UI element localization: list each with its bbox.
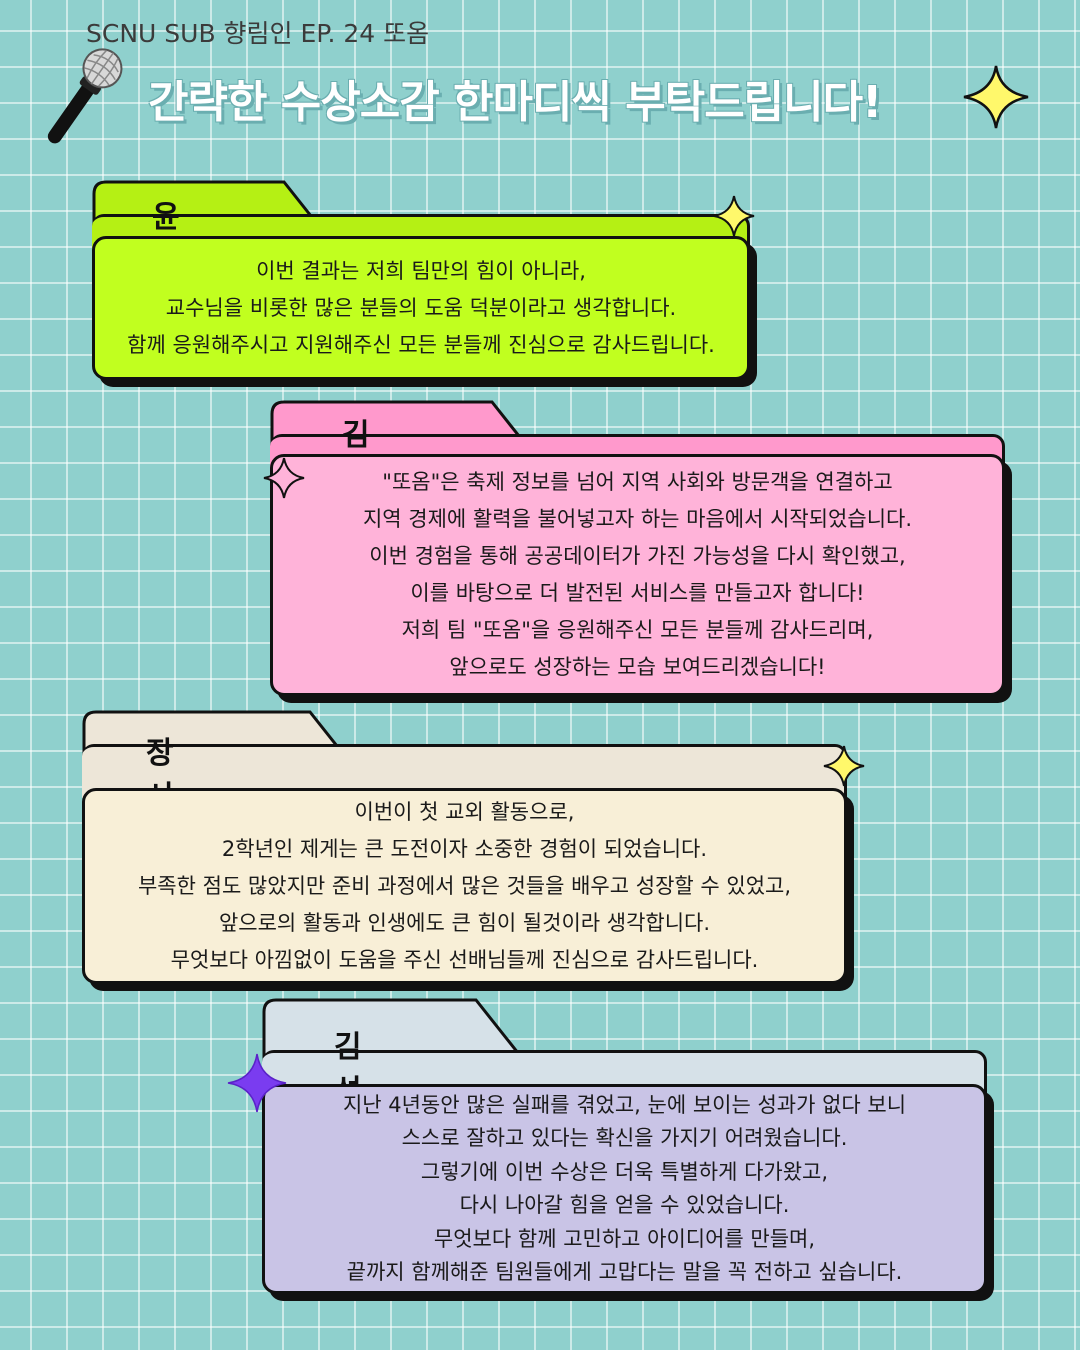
card-message: "또옴"은 축제 정보를 넘어 지역 사회와 방문객을 연결하고 지역 경제에 … — [270, 454, 1005, 696]
message-line: 끝까지 함께해준 팀원들에게 고맙다는 말을 꼭 전하고 싶습니다. — [346, 1260, 903, 1284]
message-line: "또옴"은 축제 정보를 넘어 지역 사회와 방문객을 연결하고 — [382, 470, 893, 494]
message-line: 지난 4년동안 많은 실패를 겪었고, 눈에 보이는 성과가 없다 보니 — [342, 1092, 907, 1117]
card-message: 이번이 첫 교외 활동으로, 2학년인 제게는 큰 도전이자 소중한 경험이 되… — [82, 788, 847, 984]
message-line: 이를 바탕으로 더 발전된 서비스를 만들고자 합니다! — [410, 581, 865, 605]
card-message: 이번 결과는 저희 팀만의 힘이 아니라, 교수님을 비롯한 많은 분들의 도움… — [92, 236, 750, 380]
message-line: 그렇기에 이번 수상은 더욱 특별하게 다가왔고, — [420, 1159, 829, 1184]
message-line: 지역 경제에 활력을 불어넣고자 하는 마음에서 시작되었습니다. — [362, 507, 913, 531]
microphone-icon — [47, 48, 123, 144]
message-line: 2학년인 제게는 큰 도전이자 소중한 경험이 되었습니다. — [221, 836, 708, 861]
message-line: 교수님을 비롯한 많은 분들의 도움 덕분이라고 생각합니다. — [165, 295, 677, 320]
episode-subtitle: SCNU SUB 향림인 EP. 24 또옴 — [86, 19, 430, 48]
message-line: 함께 응원해주시고 지원해주신 모든 분들께 진심으로 감사드립니다. — [127, 332, 715, 357]
folder-tab — [262, 998, 524, 1059]
message-line: 이번이 첫 교외 활동으로, — [354, 799, 575, 824]
message-line: 무엇보다 아낌없이 도움을 주신 선배님들께 진심으로 감사드립니다. — [170, 947, 759, 972]
sparkle-icon — [823, 745, 865, 787]
message-line: 저희 팀 "또옴"을 응원해주신 모든 분들께 감사드리며, — [401, 618, 874, 642]
message-line: 앞으로도 성장하는 모습 보여드리겠습니다! — [449, 655, 826, 679]
card-message: 지난 4년동안 많은 실패를 겪었고, 눈에 보이는 성과가 없다 보니 스스로… — [262, 1084, 987, 1294]
message-line: 부족한 점도 많았지만 준비 과정에서 많은 것들을 배우고 성장할 수 있었고… — [137, 873, 792, 898]
message-line: 이번 결과는 저희 팀만의 힘이 아니라, — [256, 258, 586, 283]
message-line: 앞으로의 활동과 인생에도 큰 힘이 될것이라 생각합니다. — [218, 910, 711, 935]
sparkle-icon — [713, 195, 755, 237]
sparkle-icon — [263, 457, 305, 499]
sparkle-icon — [227, 1053, 287, 1113]
sparkle-icon — [963, 65, 1029, 129]
message-line: 무엇보다 함께 고민하고 아이디어를 만들며, — [433, 1226, 816, 1251]
message-line: 다시 나아갈 힘을 얻을 수 있었습니다. — [459, 1193, 790, 1217]
headline-title: 간략한 수상소감 한마디씩 부탁드립니다! — [148, 77, 882, 128]
message-line: 스스로 잘하고 있다는 확신을 가지기 어려웠습니다. — [401, 1126, 848, 1150]
message-line: 이번 경험을 통해 공공데이터가 가진 가능성을 다시 확인했고, — [369, 544, 906, 568]
